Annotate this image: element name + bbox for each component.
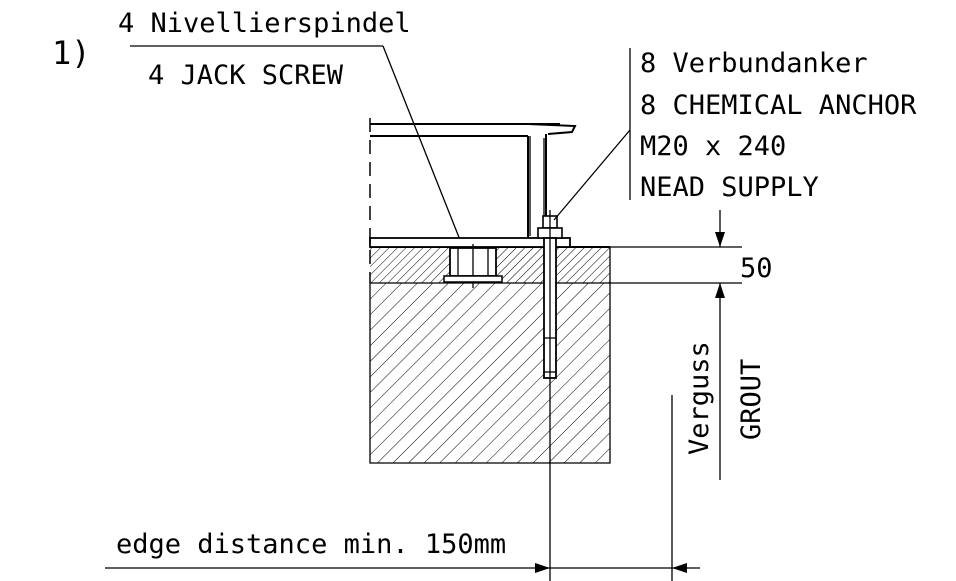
- base-plate: [369, 237, 571, 248]
- edge-distance-dimension: [105, 395, 700, 581]
- grout-thickness-dimension: [610, 210, 742, 480]
- jack-screw-label-de: 4 Nivellierspindel: [118, 8, 411, 39]
- anchor-label-line4: NEAD SUPPLY: [640, 172, 819, 203]
- edge-distance-label: edge distance min. 150mm: [116, 529, 506, 560]
- anchor-label-line2: 8 CHEMICAL ANCHOR: [640, 90, 917, 121]
- anchor-label-line1: 8 Verbundanker: [640, 48, 868, 79]
- beam-flange-tip: [527, 123, 577, 135]
- grout-label-en: GROUT: [736, 359, 767, 440]
- concrete-foundation: [370, 283, 610, 463]
- beam-web-fillet: [529, 136, 545, 236]
- jack-screw-leader: [382, 45, 467, 256]
- figure-number: 1): [52, 34, 91, 72]
- concrete-outline: [369, 283, 611, 464]
- grout-thickness-value: 50: [740, 253, 773, 284]
- jack-screw: [443, 244, 503, 288]
- grout-label-de: Verguss: [684, 341, 715, 455]
- jack-screw-label-en: 4 JACK SCREW: [148, 60, 344, 91]
- anchor-leader: [553, 129, 631, 221]
- anchor-label-line3: M20 x 240: [640, 131, 786, 162]
- chemical-anchor-bolt: [537, 210, 563, 581]
